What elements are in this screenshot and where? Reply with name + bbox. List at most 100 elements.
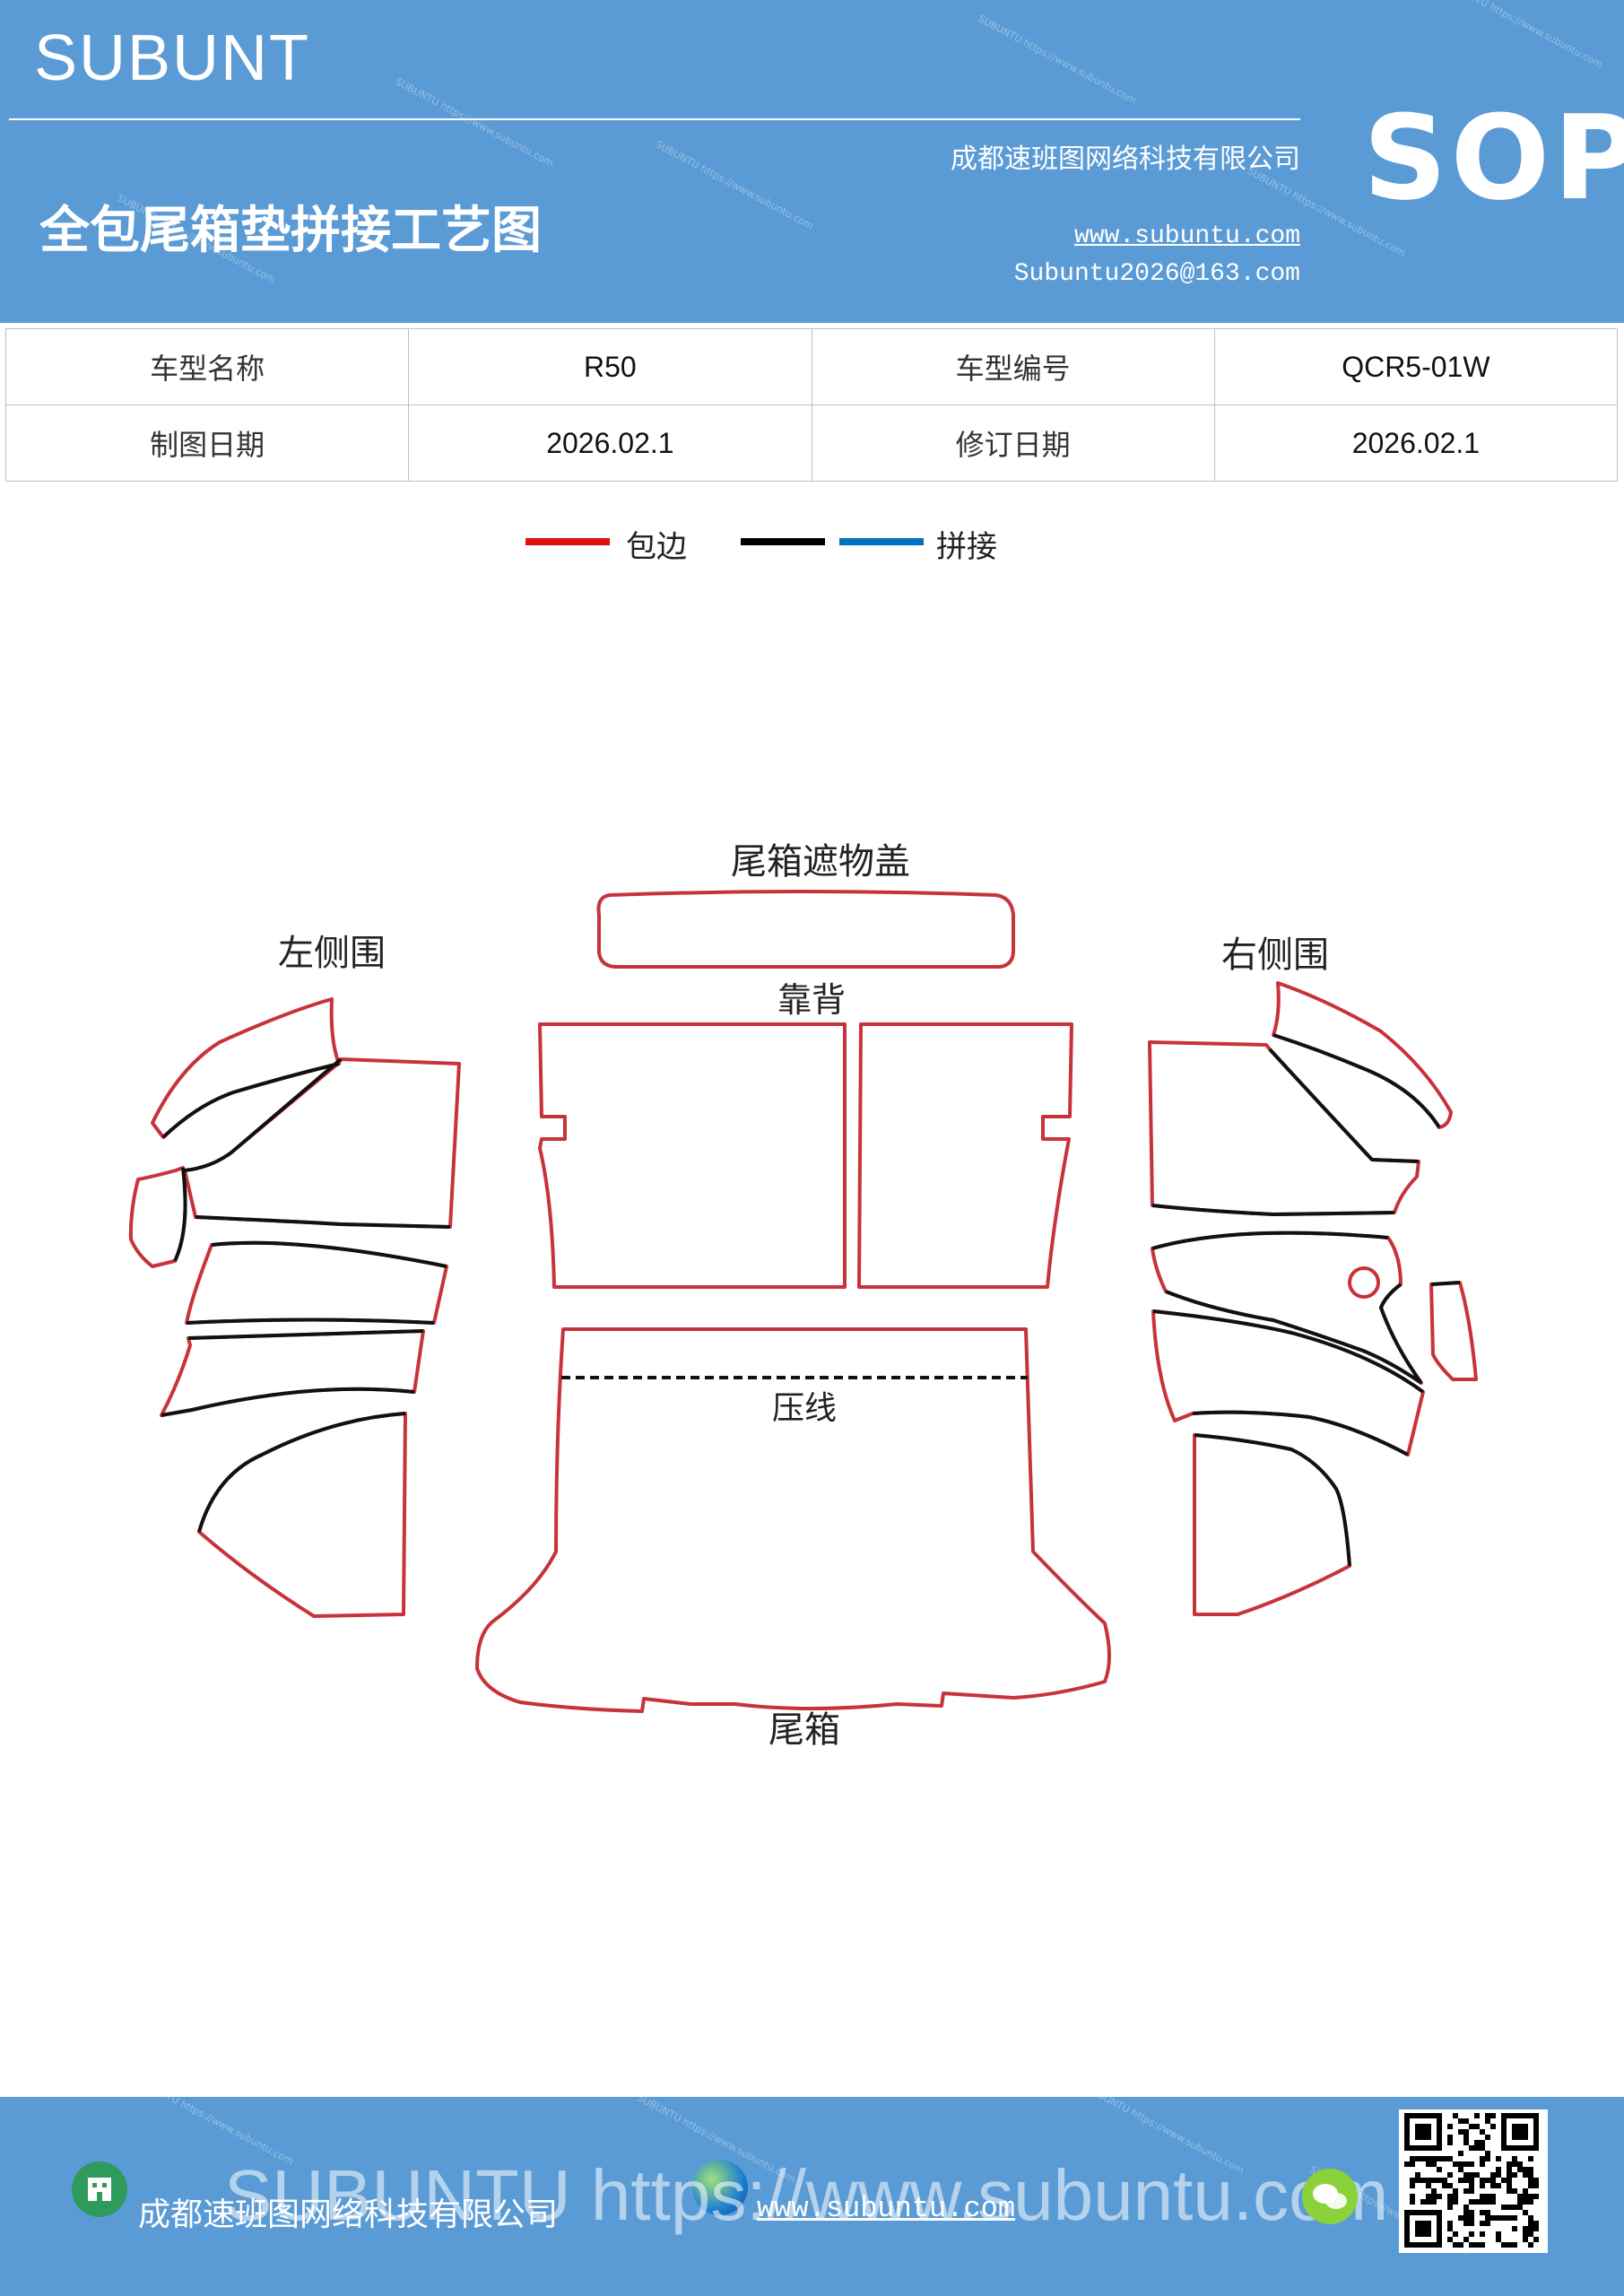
qr-module [1485, 2135, 1490, 2140]
qr-module [1528, 2194, 1533, 2199]
qr-module [1501, 2205, 1507, 2210]
qr-module [1501, 2215, 1507, 2221]
piece-cover [596, 890, 1015, 969]
qr-module [1453, 2161, 1458, 2167]
table-row: 制图日期 2026.02.1 修订日期 2026.02.1 [4, 404, 1619, 482]
qr-module [1431, 2161, 1437, 2167]
qr-module [1447, 2205, 1453, 2210]
qr-module [1485, 2215, 1490, 2221]
qr-module [1480, 2210, 1485, 2215]
header-banner: SUBUNTU https://www.subuntu.com SUBUNTU … [0, 0, 1624, 323]
qr-module [1523, 2172, 1528, 2178]
qr-module [1453, 2199, 1458, 2205]
qr-module [1523, 2237, 1528, 2242]
qr-module [1447, 2194, 1453, 2199]
footer-company-name: 成都速班图网络科技有限公司 [138, 2196, 559, 2233]
qr-module [1458, 2215, 1463, 2221]
qr-module [1507, 2172, 1512, 2178]
seam-left-7 [161, 1387, 415, 1417]
qr-module [1496, 2156, 1501, 2161]
qr-module [1480, 2194, 1485, 2199]
piece-left-1 [151, 997, 341, 1139]
qr-module [1458, 2161, 1463, 2167]
qr-module [1490, 2199, 1496, 2205]
qr-module [1517, 2194, 1523, 2199]
footer-website-link[interactable]: www.subuntu.com [757, 2192, 1016, 2225]
qr-module [1523, 2231, 1528, 2237]
qr-module [1517, 2199, 1523, 2205]
qr-module [1523, 2199, 1528, 2205]
vehicle-info-table: 车型名称 R50 车型编号 QCR5-01W 制图日期 2026.02.1 修订… [4, 328, 1619, 482]
watermark: SUBUNTU https://www.subuntu.com [1442, 0, 1605, 71]
qr-module [1474, 2199, 1480, 2205]
qr-module [1512, 2188, 1517, 2194]
qr-module [1431, 2188, 1437, 2194]
qr-module [1447, 2199, 1453, 2205]
building-icon [72, 2161, 127, 2217]
qr-module [1512, 2215, 1517, 2221]
table-cell: 车型名称 [4, 328, 410, 405]
qr-module [1501, 2242, 1507, 2248]
qr-module [1463, 2172, 1469, 2178]
qr-module [1410, 2194, 1415, 2199]
qr-module [1431, 2156, 1437, 2161]
qr-module [1469, 2231, 1474, 2237]
qr-module [1469, 2124, 1474, 2129]
qr-module [1447, 2156, 1453, 2161]
piece-right-cutout [1348, 1266, 1380, 1299]
qr-module [1469, 2172, 1474, 2178]
qr-module [1480, 2161, 1485, 2167]
qr-module [1528, 2231, 1533, 2237]
website-link[interactable]: www.subuntu.com [1073, 222, 1300, 250]
qr-module [1453, 2188, 1458, 2194]
qr-module [1528, 2183, 1533, 2188]
qr-module [1415, 2156, 1420, 2161]
wechat-icon[interactable] [1302, 2169, 1358, 2224]
footer-watermark-text: SUBUNTU https://www.subuntu.com [224, 2155, 1389, 2235]
email-address[interactable]: Subuntu2026@163.com [1013, 260, 1300, 288]
piece-backrest-right [857, 1022, 1073, 1289]
qr-module [1523, 2210, 1528, 2215]
qr-module [1533, 2183, 1539, 2188]
qr-module [1463, 2188, 1469, 2194]
qr-module [1426, 2194, 1431, 2199]
qr-module [1463, 2210, 1469, 2215]
seam-right-2 [1268, 1048, 1420, 1163]
qr-module [1512, 2242, 1517, 2248]
qr-module [1469, 2221, 1474, 2226]
qr-module [1490, 2194, 1496, 2199]
legend-swatch-binding [525, 538, 610, 545]
qr-module [1528, 2178, 1533, 2183]
qr-module [1480, 2242, 1485, 2248]
qr-module [1420, 2156, 1426, 2161]
label-left-side: 左侧围 [278, 933, 386, 974]
qr-module [1480, 2156, 1485, 2161]
qr-module [1507, 2161, 1512, 2167]
qr-module [1469, 2242, 1474, 2248]
qr-module [1480, 2199, 1485, 2205]
qr-module [1463, 2221, 1469, 2226]
qr-module [1469, 2199, 1474, 2205]
table-cell: 2026.02.1 [1213, 404, 1619, 482]
seam-right-7 [1192, 1410, 1409, 1457]
qr-module [1415, 2172, 1420, 2178]
legend: 包边 拼接 [0, 520, 1624, 574]
qr-module [1507, 2205, 1512, 2210]
piece-left-6 [197, 1412, 407, 1618]
seam-left-6 [187, 1329, 424, 1340]
footer-banner: SUBUNTU https://www.subuntu.com SUBUNTU … [0, 2097, 1624, 2296]
qr-module [1490, 2183, 1496, 2188]
qr-module [1415, 2124, 1431, 2140]
qr-module [1490, 2124, 1496, 2129]
qr-module [1437, 2178, 1442, 2183]
qr-module [1453, 2194, 1458, 2199]
piece-right-6 [1429, 1281, 1478, 1381]
qr-module [1437, 2194, 1442, 2199]
qr-module [1426, 2156, 1431, 2161]
qr-module [1485, 2210, 1490, 2215]
qr-module [1463, 2129, 1469, 2135]
qr-module [1485, 2118, 1490, 2124]
seam-right-6 [1152, 1309, 1425, 1394]
label-right-side: 右侧围 [1221, 935, 1329, 976]
qr-module [1496, 2172, 1501, 2178]
